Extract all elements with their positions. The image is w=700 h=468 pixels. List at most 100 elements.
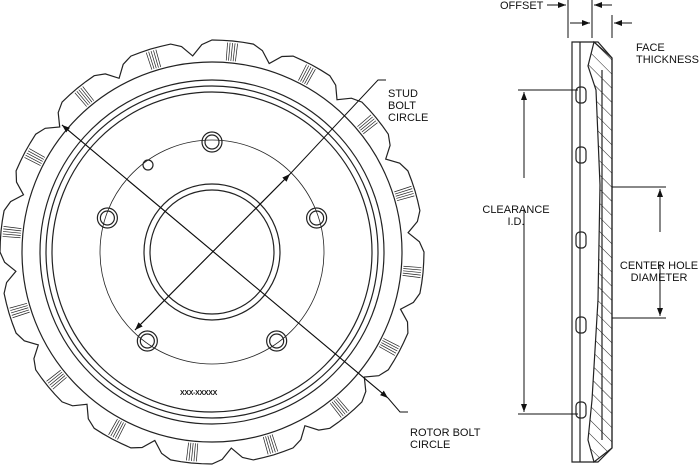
rotor-slot xyxy=(145,52,153,70)
lug-hole-inner xyxy=(204,134,220,150)
rotor-bolt-circle-line xyxy=(61,124,389,399)
center-hole xyxy=(143,183,281,321)
rotor-slot xyxy=(383,338,400,347)
rotor-slot xyxy=(298,64,307,81)
locator-hole xyxy=(142,159,154,171)
rotor-slot xyxy=(335,398,348,413)
lug-hole-inner xyxy=(139,333,155,349)
rotor-slot xyxy=(46,369,61,382)
stud-section xyxy=(575,316,587,334)
rotor-slot xyxy=(52,377,67,390)
rotor-slot xyxy=(186,442,189,461)
bolt-circle-ring xyxy=(99,139,325,365)
rotor-slot xyxy=(2,233,21,236)
lug-hole xyxy=(96,207,118,229)
rotor-slot xyxy=(403,268,422,271)
lug-hole-inner xyxy=(99,210,115,226)
rotor-slot xyxy=(2,231,21,234)
rotor-slot xyxy=(108,418,118,435)
lug-hole xyxy=(266,330,288,352)
rotor-slot xyxy=(80,87,93,103)
hat-outer-ring xyxy=(45,85,379,419)
rotor-slot xyxy=(381,342,398,352)
lug-hole-inner xyxy=(269,333,285,349)
rotor-front-view xyxy=(0,39,425,465)
hat-ring xyxy=(51,91,373,413)
rotor-slot xyxy=(155,49,162,68)
rotor-slot xyxy=(27,150,44,160)
rotor-slot xyxy=(382,340,399,350)
rotor-slot xyxy=(396,193,414,199)
rotor-slot xyxy=(12,311,30,319)
rotor-slot xyxy=(196,443,199,462)
center-hole-inner xyxy=(149,189,275,315)
rotor-slot xyxy=(188,442,192,461)
rotor-slot xyxy=(378,346,395,356)
stud-leader xyxy=(289,79,386,175)
rotor-slot xyxy=(51,375,66,388)
rotor-slot xyxy=(403,265,422,268)
rotor-slot xyxy=(112,421,122,438)
stud-section xyxy=(575,401,587,419)
rotor-slot xyxy=(363,122,378,135)
rotor-slot xyxy=(232,43,236,62)
dimension-lines xyxy=(61,0,666,415)
rotor-leader xyxy=(387,397,408,413)
rotor-slot xyxy=(2,236,21,239)
rotor-slot xyxy=(49,373,64,386)
rotor-slot xyxy=(24,157,41,166)
rotor-slot xyxy=(76,91,89,106)
rotor-slot xyxy=(262,436,269,455)
rotor-slot xyxy=(302,66,312,83)
rotor-slot xyxy=(329,403,342,418)
stud-section xyxy=(575,146,587,164)
lug-hole xyxy=(306,207,328,229)
stud-section xyxy=(575,86,587,104)
rotor-slot xyxy=(380,344,397,354)
rotor-slot xyxy=(74,92,87,107)
rotor-outer-edge xyxy=(0,39,425,465)
rotor-slot xyxy=(360,118,375,131)
rotor-slot xyxy=(150,50,157,69)
rotor-slot xyxy=(3,228,22,232)
rotor-inner-edge xyxy=(39,79,385,425)
rotor-slot xyxy=(148,51,155,70)
rotor-slot xyxy=(114,422,124,439)
rotor-slot xyxy=(304,67,314,84)
rotor-slot xyxy=(10,305,28,311)
rotor-slot xyxy=(361,120,377,133)
rotor-slot xyxy=(271,434,279,452)
rotor-slot xyxy=(29,148,46,158)
rotor-slot xyxy=(26,152,43,162)
rotor-slot xyxy=(269,434,276,453)
rotor-slot xyxy=(228,42,231,61)
rotor-slot xyxy=(191,443,194,462)
rotor-slot xyxy=(9,302,28,309)
rotor-slot xyxy=(110,420,120,437)
rotor-slot xyxy=(225,42,228,61)
rotor-slot xyxy=(265,436,271,454)
rotor-slot xyxy=(47,371,63,384)
rotor-slot xyxy=(153,50,159,68)
rotor-slot xyxy=(306,69,316,86)
rotor-slot xyxy=(3,226,22,229)
lug-hole xyxy=(136,330,158,352)
rotor-slot xyxy=(11,309,30,316)
rotor-slot xyxy=(78,89,91,104)
lug-hole xyxy=(201,131,223,153)
rotor-slot xyxy=(394,185,412,193)
rotor-slot xyxy=(395,190,414,197)
rotor-slot xyxy=(402,272,421,276)
rotor-slot xyxy=(396,195,415,202)
rotor-slot xyxy=(25,154,42,164)
rotor-slot-ring xyxy=(21,61,403,443)
rotor-slot xyxy=(300,65,310,82)
rotor-slot xyxy=(82,86,95,101)
